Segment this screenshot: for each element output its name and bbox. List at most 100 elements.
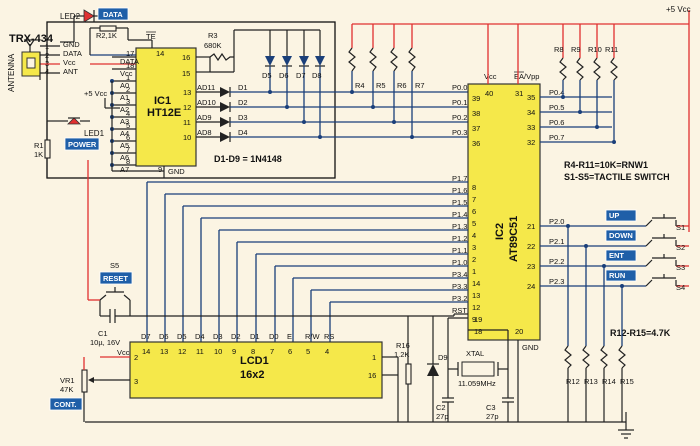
lcd-body [129, 341, 383, 399]
ic2-pin-num: 14 [472, 279, 480, 288]
switch-name: S2 [676, 243, 685, 252]
power-label: POWER [68, 140, 97, 149]
junction-dot [268, 90, 272, 94]
ic2-port-pins: P1.78P1.67P1.56P1.45P1.34P1.23P1.12P1.01… [146, 174, 480, 342]
r16-d9: R16 1.2K D9 [394, 316, 448, 422]
ic1-right-pin-label: AD9 [197, 113, 212, 122]
cont-label-box [49, 397, 83, 411]
diode-icon [220, 117, 230, 127]
junction-dot [620, 284, 624, 288]
r3-name: R3 [208, 31, 218, 40]
d9-diode-icon [427, 364, 439, 376]
resistor-note: R4-R11=10K=RNW1 [564, 160, 648, 170]
lcd-pin-label: D1 [250, 332, 260, 341]
ic2-pin-num: 3 [472, 243, 476, 252]
switch-label-box [605, 229, 637, 242]
switch-name: S3 [676, 263, 685, 272]
ic2-pin-num: 24 [527, 282, 535, 291]
junction-dot [410, 135, 414, 139]
ic2-pin-label: P1.1 [452, 246, 467, 255]
ic1-pin16: 16 [182, 53, 190, 62]
lcd-module: LCD1 16x2 Vcc 2 3 1 16 [100, 341, 399, 422]
junction-dot [392, 120, 396, 124]
lcd-pin-num: 4 [325, 347, 329, 356]
ic1-body [135, 47, 197, 167]
resistor-label: R9 [571, 45, 581, 54]
ic2-body [467, 83, 541, 341]
lcd-pin-label: RS [324, 332, 334, 341]
ic2-pin-num: 33 [527, 123, 535, 132]
c1-value: 10µ, 16V [90, 338, 120, 347]
ic2-pin19: 19 [474, 315, 482, 324]
led1-label: LED1 [84, 129, 105, 138]
vr1-name: VR1 [60, 376, 75, 385]
junction-dot [578, 110, 582, 114]
ic1-left-pin-label: A2 [120, 105, 129, 114]
lcd-size: 16x2 [240, 369, 264, 381]
ic1-pin14: 14 [156, 49, 164, 58]
ic2-pin-num: 34 [527, 108, 535, 117]
ic2-pin40: 40 [485, 89, 493, 98]
reset-label-box [99, 271, 133, 285]
ic1-left-pin-label: A7 [120, 165, 129, 174]
diode-note: D1-D9 = 1N4148 [214, 154, 282, 164]
ic2-pin-label: P1.0 [452, 258, 467, 267]
lcd-pin-label: D3 [213, 332, 223, 341]
switch-name: S4 [676, 283, 685, 292]
c1-name: C1 [98, 329, 108, 338]
led2-group: LED2 DATA R2,1K [60, 7, 129, 55]
ic2-pin-num: 13 [472, 291, 480, 300]
cont-label: CONT. [54, 400, 77, 409]
supply-label-ic1: +5 Vcc [84, 89, 107, 98]
supply-label-top: +5 Vcc [666, 5, 691, 14]
diode-label: D5 [262, 71, 272, 80]
c2-name: C2 [436, 403, 446, 412]
ic2-pin-num: 7 [472, 195, 476, 204]
module-pin-ant: ANT [63, 67, 78, 76]
antenna-icon [24, 39, 36, 52]
switch-label: RUN [609, 271, 625, 280]
resistor-label: R4 [355, 81, 365, 90]
diode-icon [220, 102, 230, 112]
ic2-pin-num: 39 [472, 94, 480, 103]
ic1-right-pin-label: AD10 [197, 98, 216, 107]
lcd-pin-num: 8 [251, 347, 255, 356]
r2-label: R2,1K [96, 31, 117, 40]
diode-label: D8 [312, 71, 322, 80]
ic2-pin-label: P0.2 [452, 113, 467, 122]
diode-icon [315, 56, 325, 66]
ic2-microcontroller: Vcc EA/Vpp 40 31 IC2 AT89C51 18 19 20 GN… [467, 24, 541, 422]
ic2-pin-label: P1.5 [452, 198, 467, 207]
ic1-left-pin-label: A5 [120, 141, 129, 150]
diode-label: D4 [238, 128, 248, 137]
ic2-right-pins: 35P0.434P0.533P0.632P0.721P2.022P2.123P2… [527, 88, 646, 291]
r16-resistor [405, 363, 412, 385]
switch-label: ENT [609, 251, 624, 260]
xtal-icon [461, 361, 495, 377]
r16-name: R16 [396, 341, 410, 350]
ic1-encoder: IC1 HT12E TE 14 16 15 9 GND [127, 28, 211, 178]
diode-icon [299, 56, 309, 66]
ic1-left-pin-label: A0 [120, 81, 129, 90]
ic1-pin15: 15 [182, 69, 190, 78]
ic2-pin18: 18 [474, 327, 482, 336]
ic2-name: IC2 [494, 223, 506, 240]
ic2-pin31: 31 [515, 89, 523, 98]
resistor-label: R7 [415, 81, 425, 90]
ic2-pin-num: 12 [472, 303, 480, 312]
switch-label-box [605, 249, 637, 262]
junction-dot [584, 244, 588, 248]
ic2-pin-label: P0.6 [549, 118, 564, 127]
ic2-pin-label: P2.0 [549, 217, 564, 226]
ic1-left-pin-num: 5 [126, 121, 130, 130]
lcd-name: LCD1 [240, 355, 269, 367]
ic2-pin-label: P0.1 [452, 98, 467, 107]
ic2-pin-num: 2 [472, 255, 476, 264]
ic2-pin-num: 21 [527, 222, 535, 231]
ic2-pin-num: 9 [472, 315, 476, 324]
